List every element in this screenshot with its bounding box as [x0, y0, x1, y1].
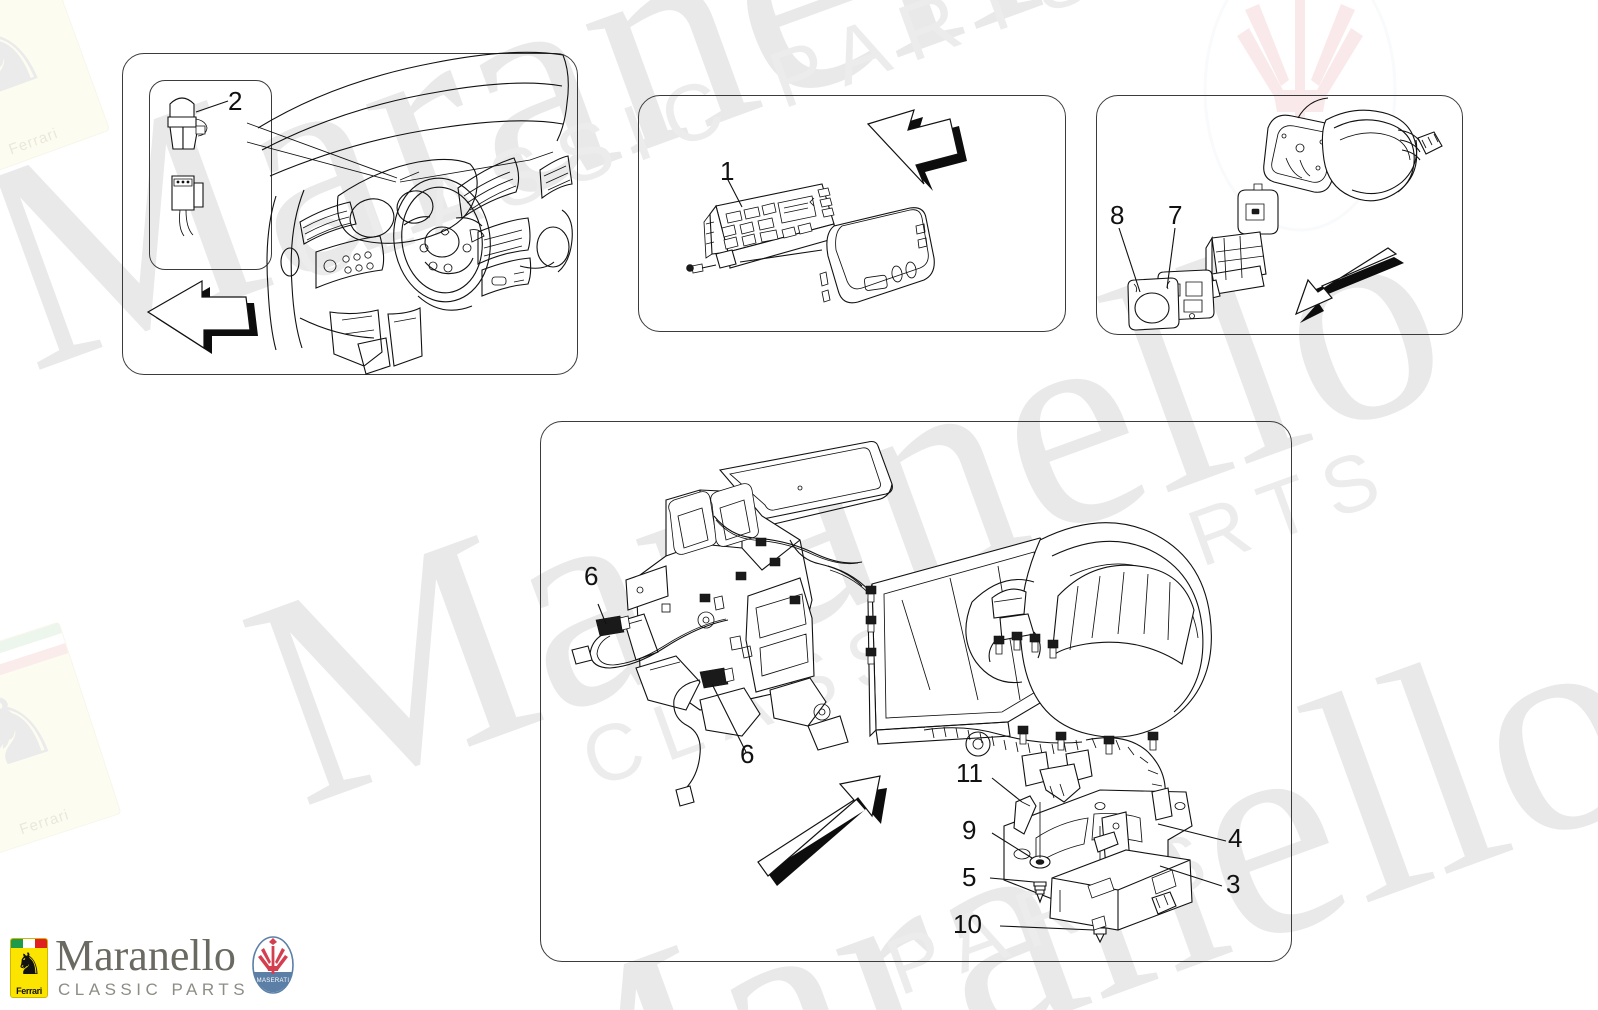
clip-part — [1013, 795, 1037, 835]
callout-10: 10 — [953, 909, 982, 939]
leader-line-10 — [999, 925, 1095, 931]
callout-11: 11 — [956, 758, 983, 788]
mirror-sensor-panel — [1096, 95, 1463, 335]
blower-housing — [699, 522, 1212, 803]
leader-line-4 — [1157, 823, 1227, 842]
leader-line-3 — [1159, 865, 1223, 887]
humidity-sensor-module — [1157, 183, 1279, 321]
leader-line-9 — [991, 832, 1033, 859]
brand-subtitle: CLASSIC PARTS — [58, 980, 250, 999]
direction-arrow-panel2 — [866, 109, 967, 191]
leader-line-2 — [195, 100, 229, 113]
leader-line-6b — [711, 683, 747, 753]
center-console-bezel — [819, 207, 935, 304]
brand-name: Maranello — [55, 931, 236, 980]
leader-line-1 — [726, 177, 743, 208]
leader-line-11 — [991, 777, 1023, 803]
callout-4: 4 — [1228, 823, 1243, 853]
climate-control-panel — [638, 95, 1066, 332]
climate-control-unit — [686, 183, 837, 274]
sunlight-sensor-part — [167, 97, 208, 237]
direction-arrow-panel4 — [757, 775, 887, 886]
callout-6-lower: 6 — [740, 739, 755, 769]
leader-line-7 — [1166, 227, 1176, 289]
callout-8: 8 — [1110, 200, 1125, 230]
ferrari-wordmark: Ferrari — [16, 986, 42, 996]
hvac-main-housing — [623, 483, 849, 751]
dashboard-outline — [257, 51, 573, 375]
sensor-cover — [1127, 277, 1180, 331]
leader-line-5 — [989, 877, 1035, 883]
maserati-badge-icon: MASERATI — [252, 936, 294, 994]
callout-6-upper: 6 — [584, 561, 599, 591]
callout-1: 1 — [720, 156, 735, 186]
callout-7: 7 — [1168, 200, 1183, 230]
hvac-assembly-panel — [540, 421, 1292, 962]
callout-3: 3 — [1226, 869, 1241, 899]
svg-text:MASERATI: MASERATI — [257, 978, 290, 984]
direction-arrow-panel1 — [146, 279, 258, 354]
leader-line-bezel — [739, 249, 823, 263]
callout-5: 5 — [962, 862, 977, 892]
ferrari-badge-icon: ♞ Ferrari — [10, 938, 48, 998]
callout-2: 2 — [228, 86, 243, 116]
harness-connectors — [1093, 831, 1177, 915]
rear-view-mirror — [1263, 97, 1443, 202]
prancing-horse-icon: ♞ — [15, 948, 43, 981]
callout-9: 9 — [962, 815, 977, 845]
leader-line-6a — [597, 603, 607, 625]
footer-branding: ♞ Ferrari Maranello CLASSIC PARTS MASERA… — [0, 930, 420, 1010]
steering-wheel — [393, 177, 491, 311]
leader-line-8 — [1118, 227, 1141, 293]
italian-flag-stripes — [11, 939, 47, 948]
direction-arrow-panel3 — [1294, 247, 1404, 323]
